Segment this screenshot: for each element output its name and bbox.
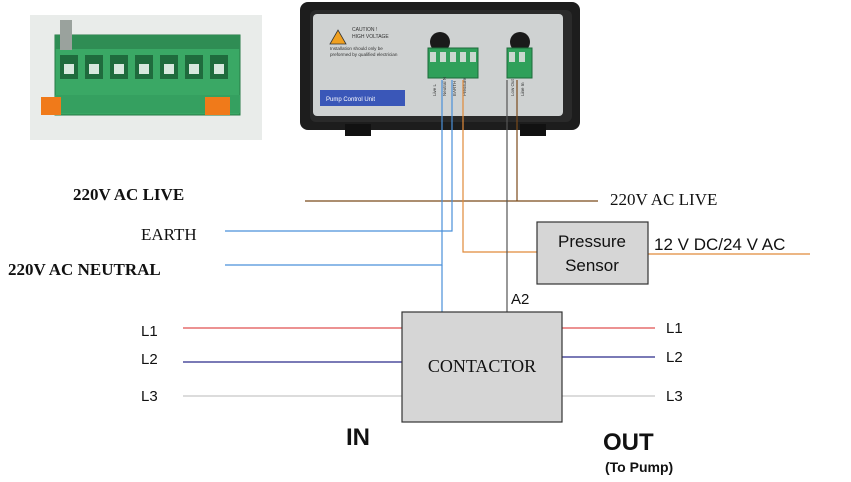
neutral-label: 220V AC NEUTRAL bbox=[8, 260, 161, 279]
caution-title: CAUTION ! bbox=[352, 27, 377, 33]
control-unit-photo: CAUTION ! HIGH VOLTAGE Installation shou… bbox=[300, 2, 580, 136]
pressure-signal-wire bbox=[462, 80, 537, 253]
pressure-sensor-box: Pressure Sensor bbox=[536, 221, 649, 285]
caution-line-2: preformed by qualified electrician bbox=[330, 52, 398, 57]
pin-label-low-out: Low Out bbox=[510, 78, 515, 96]
supply-label: 12 V DC/24 V AC bbox=[654, 235, 785, 254]
earth-label: EARTH bbox=[141, 225, 197, 244]
contactor-box: CONTACTOR bbox=[401, 311, 563, 423]
l3-out-label: L3 bbox=[666, 388, 683, 405]
terminal-screw bbox=[460, 52, 466, 62]
right-knob-icon bbox=[510, 32, 530, 52]
left-knob-icon bbox=[430, 32, 450, 52]
terminal-screw bbox=[440, 52, 446, 62]
live-label-right: 220V AC LIVE bbox=[610, 190, 717, 209]
out-sub-label: (To Pump) bbox=[605, 459, 673, 475]
l1-in-label: L1 bbox=[141, 323, 158, 340]
terminal-block-photo bbox=[30, 15, 262, 140]
terminal-clamp bbox=[89, 64, 99, 74]
pin-label-neutral: Neutral N bbox=[442, 77, 447, 96]
pin-label-earth: EARTH bbox=[452, 81, 457, 96]
l1-out-label: L1 bbox=[666, 320, 683, 337]
terminal-screw bbox=[470, 52, 476, 62]
caution-line-1: Installation should only be bbox=[330, 46, 383, 51]
terminal-screw bbox=[450, 52, 456, 62]
terminal-screw bbox=[430, 52, 436, 62]
live-label-left: 220V AC LIVE bbox=[73, 185, 184, 204]
terminal-clamp bbox=[164, 64, 174, 74]
pin-label-live: Live L bbox=[432, 83, 437, 96]
terminal-clamp bbox=[189, 64, 199, 74]
wires bbox=[183, 80, 810, 397]
terminal-clamp bbox=[139, 64, 149, 74]
pressure-sensor-label-2: Sensor bbox=[565, 256, 619, 275]
a2-label: A2 bbox=[511, 291, 529, 308]
l2-in-label: L2 bbox=[141, 351, 158, 368]
pin-label-pressure: Pressure bbox=[462, 77, 467, 96]
unit-name-plate bbox=[320, 90, 405, 106]
terminal-clamp bbox=[64, 64, 74, 74]
out-label: OUT bbox=[603, 429, 654, 456]
terminal-screw bbox=[519, 52, 525, 62]
terminal-clamp bbox=[214, 64, 224, 74]
warning-icon bbox=[329, 29, 347, 45]
l2-out-label: L2 bbox=[666, 349, 683, 366]
pin-label-line-in: Line In bbox=[520, 82, 525, 96]
pressure-sensor-label-1: Pressure bbox=[558, 232, 626, 251]
earth-wire bbox=[225, 80, 453, 232]
terminal-screw bbox=[509, 52, 515, 62]
in-label: IN bbox=[346, 424, 370, 451]
l3-in-label: L3 bbox=[141, 388, 158, 405]
contactor-label: CONTACTOR bbox=[428, 356, 536, 376]
unit-name-label: Pump Control Unit bbox=[326, 97, 375, 103]
caution-subtitle: HIGH VOLTAGE bbox=[352, 34, 389, 40]
terminal-clamp bbox=[114, 64, 124, 74]
